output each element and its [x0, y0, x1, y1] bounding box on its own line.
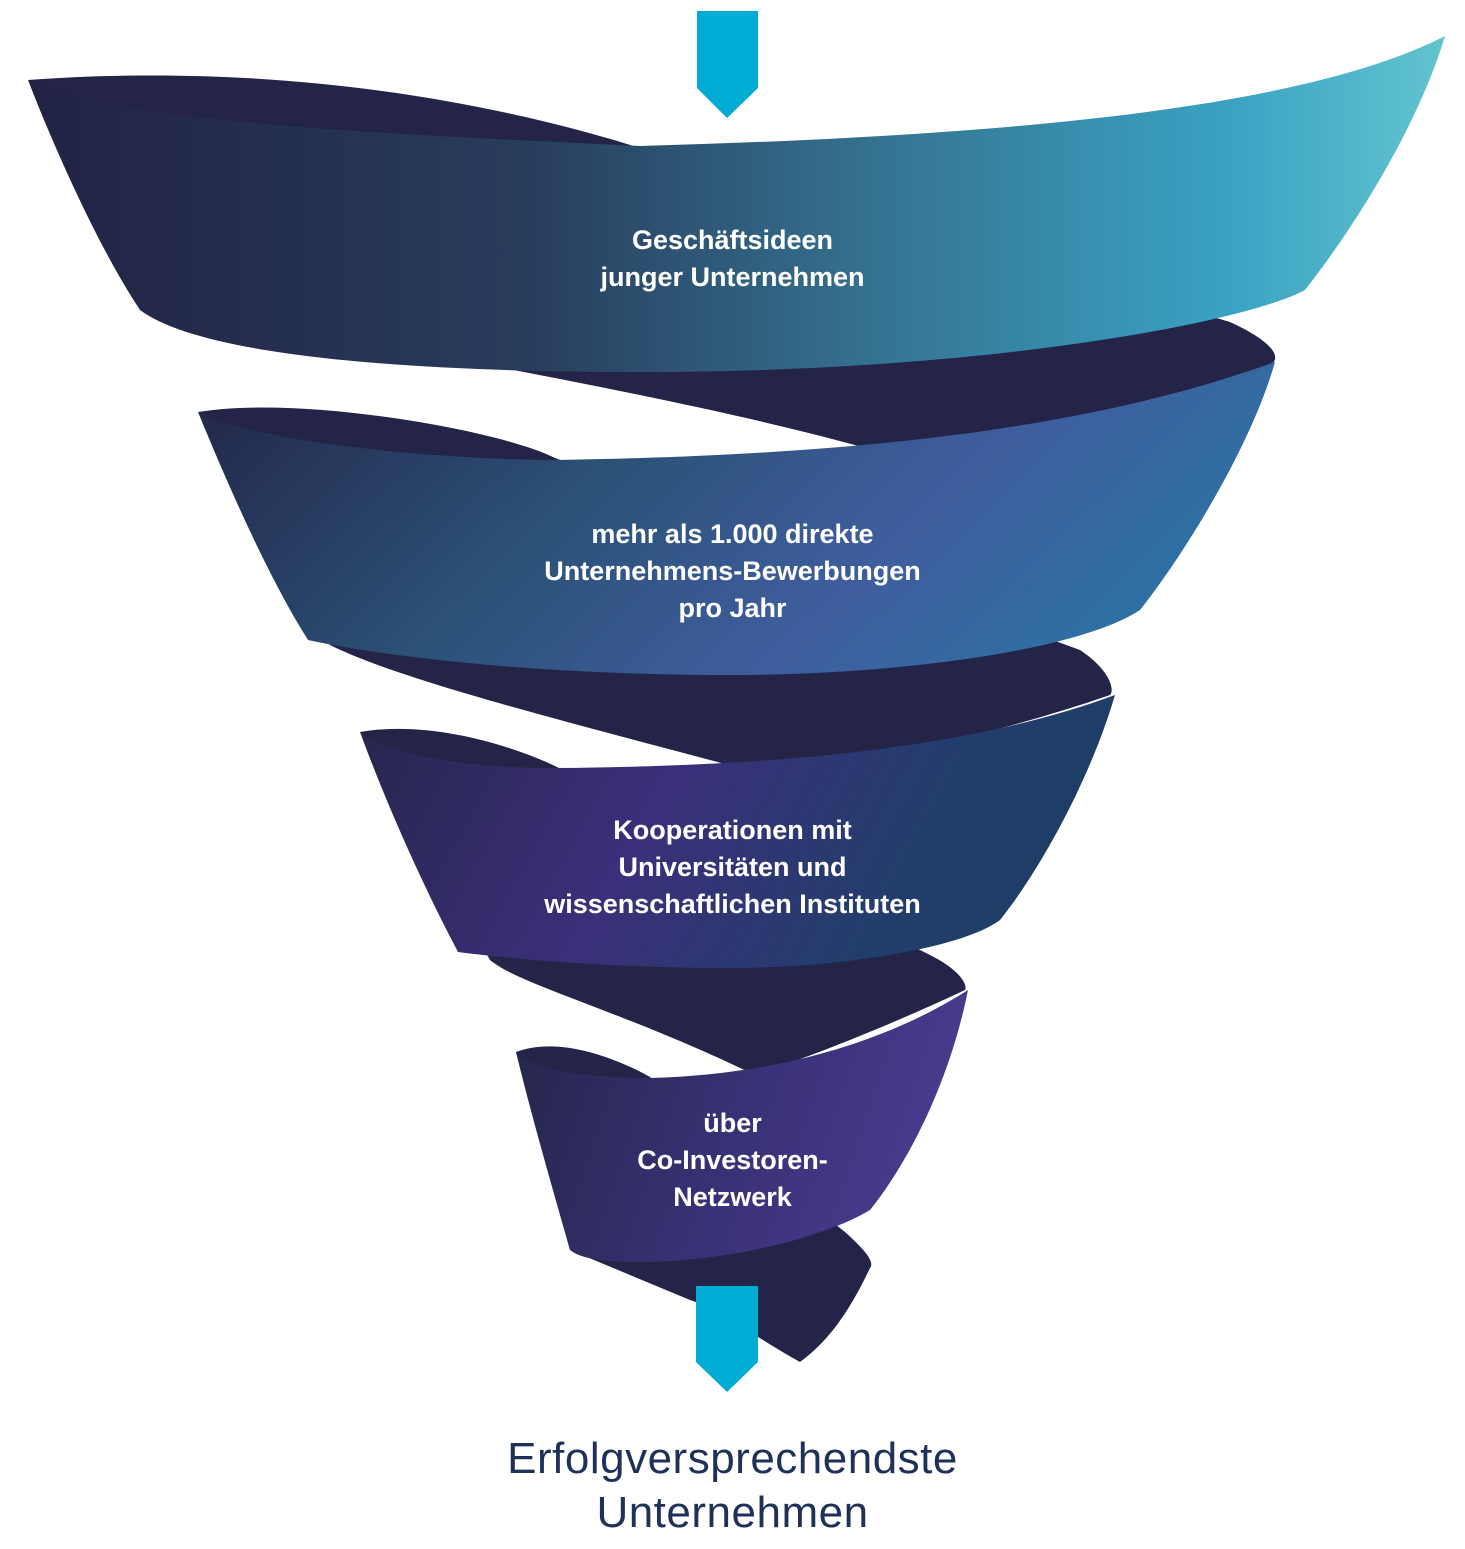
- arrow-down-icon: [697, 11, 758, 118]
- result-title: Erfolgversprechendste Unternehmen: [0, 1432, 1465, 1540]
- stage-label-line: Co-Investoren-: [637, 1145, 828, 1175]
- stage-label-line: Unternehmens-Bewerbungen: [544, 556, 921, 586]
- funnel-band-1: [28, 36, 1445, 372]
- funnel-band-2: [198, 362, 1275, 675]
- stage-label-line: mehr als 1.000 direkte: [591, 519, 874, 549]
- stage-label-line: Kooperationen mit: [613, 815, 852, 845]
- stage-label-line: Universitäten und: [618, 852, 847, 882]
- funnel-band-4: [516, 990, 968, 1262]
- stage-label-line: wissenschaftlichen Instituten: [544, 889, 921, 919]
- stage-label-line: Netzwerk: [673, 1182, 792, 1212]
- stage-label-cooperations: Kooperationen mit Universitäten und wiss…: [0, 812, 1465, 923]
- funnel-band-3: [360, 695, 1115, 968]
- stage-label-line: über: [703, 1108, 762, 1138]
- arrow-down-icon: [696, 1286, 758, 1392]
- result-title-line: Unternehmen: [596, 1488, 869, 1537]
- stage-label-line: junger Unternehmen: [600, 262, 865, 292]
- stage-label-network: über Co-Investoren- Netzwerk: [0, 1105, 1465, 1216]
- result-title-line: Erfolgversprechendste: [507, 1434, 958, 1483]
- stage-label-line: Geschäftsideen: [631, 225, 834, 255]
- stage-label-ideas: Geschäftsideen junger Unternehmen: [0, 222, 1465, 296]
- stage-label-applications: mehr als 1.000 direkte Unternehmens-Bewe…: [0, 516, 1465, 627]
- stage-label-line: pro Jahr: [678, 593, 787, 623]
